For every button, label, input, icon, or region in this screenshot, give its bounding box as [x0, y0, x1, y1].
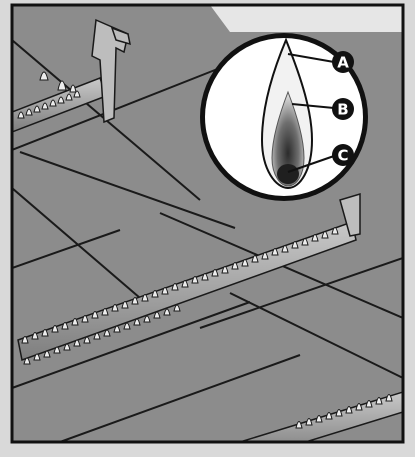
label-badge-c: C: [332, 144, 354, 166]
label-b: B: [337, 101, 348, 119]
magnifier-callout: A B C: [200, 33, 368, 201]
flame-core: [277, 164, 299, 184]
back-wall: [210, 5, 403, 32]
label-badge-b: B: [332, 98, 354, 120]
label-badge-a: A: [332, 51, 354, 73]
label-c: C: [337, 147, 348, 165]
label-a: A: [337, 54, 349, 72]
